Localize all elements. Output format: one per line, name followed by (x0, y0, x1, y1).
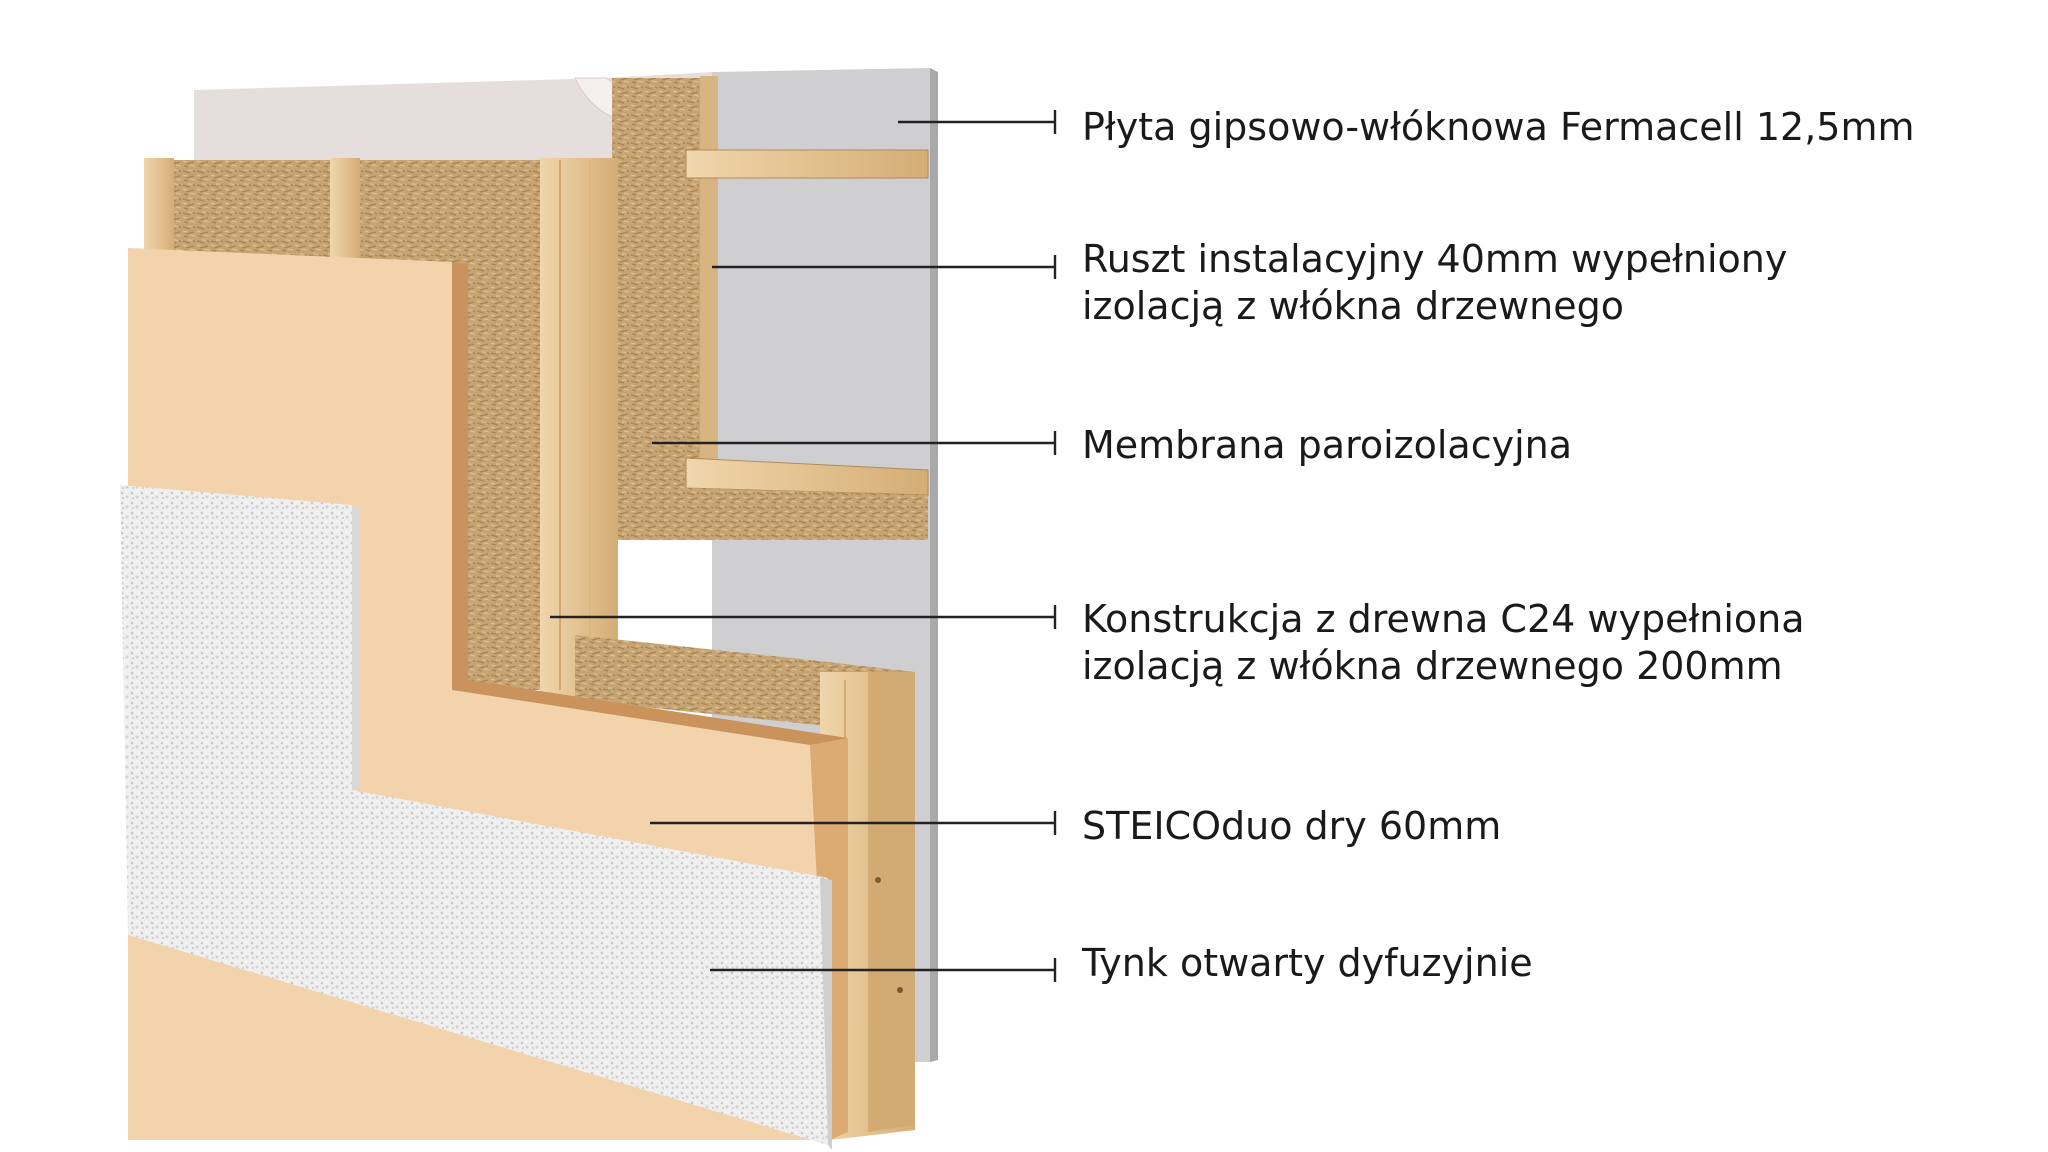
label-vapour-membrane-line-1: Membrana paroizolacyjna (1082, 423, 1573, 467)
leader-line-gypsum (898, 110, 1057, 134)
label-timber-frame-line-2: izolacją z włókna drzewnego 200mm (1082, 644, 1783, 688)
label-timber-frame: Konstrukcja z drewna C24 wypełniona izol… (1082, 596, 1805, 690)
label-gypsum-board-line-1: Płyta gipsowo-włóknowa Fermacell 12,5mm (1082, 105, 1915, 149)
plaster-layer (120, 485, 832, 1150)
label-vapour-membrane: Membrana paroizolacyjna (1082, 422, 1572, 469)
leader-line-plaster (710, 958, 1057, 982)
label-timber-frame-line-1: Konstrukcja z drewna C24 wypełniona (1082, 597, 1805, 641)
leader-line-timber (550, 605, 1057, 629)
label-installation-battens-line-2: izolacją z włókna drzewnego (1082, 284, 1625, 328)
leader-line-membrane (652, 431, 1057, 455)
label-plaster: Tynk otwarty dyfuzyjnie (1082, 940, 1533, 987)
label-plaster-line-1: Tynk otwarty dyfuzyjnie (1082, 941, 1533, 985)
leader-lines (550, 110, 1057, 982)
label-steico-board-line-1: STEICOduo dry 60mm (1082, 804, 1502, 848)
label-gypsum-board: Płyta gipsowo-włóknowa Fermacell 12,5mm (1082, 104, 1915, 151)
installation-battens-layer (612, 76, 929, 540)
label-steico-board: STEICOduo dry 60mm (1082, 803, 1501, 850)
leader-line-battens (712, 255, 1057, 279)
leader-line-steico (650, 811, 1057, 835)
label-installation-battens-line-1: Ruszt instalacyjny 40mm wypełniony (1082, 237, 1788, 281)
label-installation-battens: Ruszt instalacyjny 40mm wypełniony izola… (1082, 236, 1787, 330)
